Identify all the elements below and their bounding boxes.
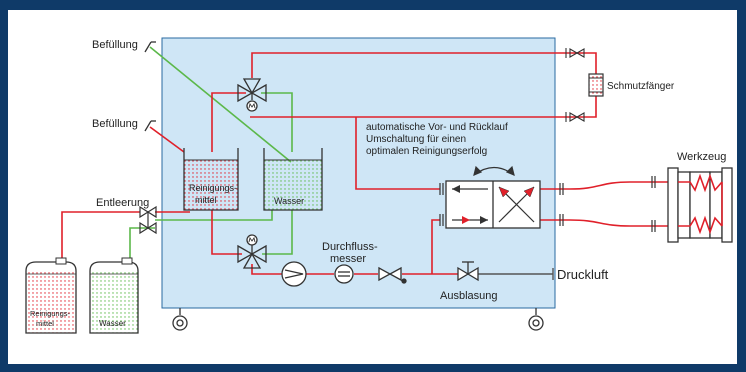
diagram-canvas: Reinigungs- mittel Wasser — [8, 10, 737, 364]
pump — [281, 261, 307, 287]
return-stop-valves — [565, 48, 585, 122]
info-text-line3: optimalen Reinigungserfolg — [366, 146, 487, 157]
water-circuit-lines — [129, 46, 293, 262]
tool-mold — [667, 167, 733, 243]
canister-cleaning-agent — [25, 257, 77, 334]
info-text-line2: Umschaltung für einen — [366, 134, 466, 145]
cleaning-agent-circuit-lines — [61, 52, 668, 275]
label-schmutzfaenger: Schmutzfänger — [607, 81, 675, 92]
label-durchfluss-1: Durchfluss- — [322, 241, 378, 253]
compressed-air-line — [476, 268, 554, 280]
fill-inlet-mid — [144, 120, 156, 132]
drain-valves — [139, 205, 157, 235]
flow-meter — [334, 264, 354, 284]
label-befuellung-top: Befüllung — [92, 39, 138, 51]
tank-cleaning-agent-label-2: mittel — [195, 195, 217, 205]
check-valve — [378, 266, 407, 284]
canister-water-label: Wasser — [99, 319, 126, 328]
upper-three-way-valve — [237, 78, 267, 112]
tank-cleaning-agent-label-1: Reinigungs- — [189, 183, 237, 193]
lower-three-way-valve — [237, 234, 267, 269]
canister-cleaning-agent-label-2: mittel — [36, 319, 54, 328]
couplings — [439, 176, 656, 232]
label-durchfluss-2: messer — [330, 253, 366, 265]
label-ausblasung: Ausblasung — [440, 290, 498, 302]
label-entleerung: Entleerung — [96, 197, 149, 209]
canister-water — [89, 257, 139, 334]
tank-water — [263, 148, 323, 211]
canister-cleaning-agent-label-1: Reinigungs- — [30, 309, 71, 318]
reversing-valve — [445, 180, 541, 229]
fill-inlet-top — [144, 41, 156, 53]
label-befuellung-mid: Befüllung — [92, 118, 138, 130]
flow-diagram: Reinigungs- mittel Wasser — [25, 37, 733, 334]
info-text-line1: automatische Vor- und Rücklauf — [366, 122, 508, 133]
blow-out-valve — [457, 261, 479, 282]
tank-cleaning-agent — [183, 148, 239, 211]
switching-arc-arrow — [473, 165, 515, 177]
caster-right — [528, 308, 544, 331]
strainer — [588, 73, 604, 97]
caster-left — [172, 308, 188, 331]
tank-water-label: Wasser — [274, 196, 304, 206]
label-werkzeug: Werkzeug — [677, 151, 726, 163]
label-druckluft: Druckluft — [557, 267, 609, 282]
